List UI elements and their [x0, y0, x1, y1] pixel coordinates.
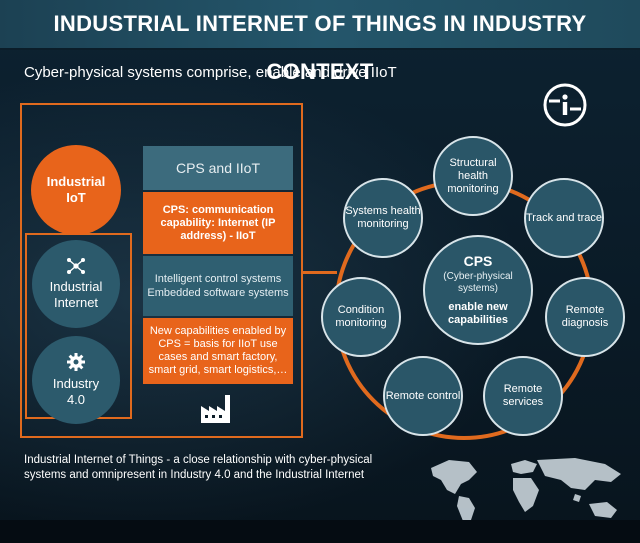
cps-center-title: CPS	[463, 253, 493, 269]
node-track-and-trace: Track and trace	[524, 178, 604, 258]
connector-line	[303, 271, 337, 274]
title-bar	[0, 0, 640, 50]
industrial-iot-line1: Industrial	[46, 174, 106, 189]
industrial-iot-circle: Industrial IoT	[31, 145, 121, 235]
cps-communication-box: CPS: communication capability: Internet …	[143, 192, 293, 254]
industrial-internet-line2: Internet	[53, 295, 99, 310]
industrial-internet-circle: Industrial Internet	[32, 240, 120, 328]
cps-center-subtitle: (Cyber-physical systems)	[443, 271, 513, 294]
industry-40-line1: Industry	[52, 376, 100, 391]
industry-40-line2: 4.0	[66, 392, 86, 407]
cps-iiot-header: CPS and IIoT	[143, 146, 293, 190]
node-remote-services: Remote services	[483, 356, 563, 436]
cps-center: CPS (Cyber-physical systems) enable new …	[423, 235, 533, 345]
control-systems-line1: Intelligent control systems	[154, 273, 282, 285]
industrial-iot-line2: IoT	[66, 190, 86, 205]
industrial-internet-line1: Industrial	[49, 279, 103, 294]
new-capabilities-box: New capabilities enabled by CPS = basis …	[143, 318, 293, 384]
factory-icon	[201, 395, 230, 423]
control-systems-box: Intelligent control systems Embedded sof…	[143, 256, 293, 316]
control-systems-line2: Embedded software systems	[147, 287, 289, 299]
outer-frame	[20, 103, 303, 438]
gear-icon	[67, 353, 85, 371]
node-condition-monitoring: Condition monitoring	[321, 277, 401, 357]
footer-caption: Industrial Internet of Things - a close …	[24, 454, 373, 481]
node-structural-health-monitoring: Structural health monitoring	[433, 136, 513, 216]
page-subtitle: Cyber-physical systems comprise, enable …	[24, 64, 397, 81]
bottom-strip	[0, 520, 640, 543]
world-map-icon	[431, 458, 621, 526]
i-scoop-logo-icon	[543, 83, 587, 127]
node-systems-health-monitoring: Systems health monitoring	[343, 178, 423, 258]
node-remote-diagnosis: Remote diagnosis	[545, 277, 625, 357]
cps-center-enable: enable new capabilities	[448, 301, 508, 326]
industry-40-circle: Industry 4.0	[32, 336, 120, 424]
page-title: INDUSTRIAL INTERNET OF THINGS IN INDUSTR…	[53, 11, 587, 84]
network-icon	[67, 258, 85, 274]
node-remote-control: Remote control	[383, 356, 463, 436]
